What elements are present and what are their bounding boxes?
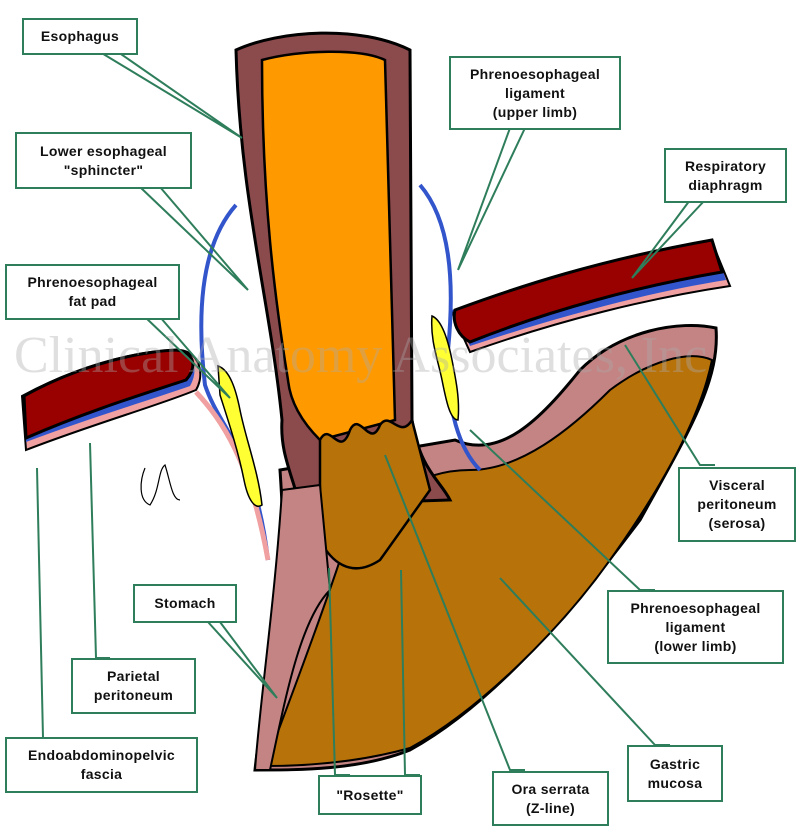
label-gastric-mucosa: Gastric mucosa (627, 745, 723, 802)
label-respiratory-diaphragm: Respiratory diaphragm (664, 148, 787, 203)
label-esophagus: Esophagus (22, 18, 138, 55)
label-phrenoesophageal-ligament-lower-limb: Phrenoesophageal ligament (lower limb) (607, 590, 784, 664)
fat-pad (217, 314, 460, 507)
label-endoabdominopelvic-fascia: Endoabdominopelvic fascia (5, 737, 198, 793)
label-ora-serrata: Ora serrata (Z-line) (492, 771, 609, 826)
label-visceral-peritoneum: Visceral peritoneum (serosa) (678, 467, 796, 542)
label-rosette: "Rosette" (318, 775, 422, 815)
label-stomach: Stomach (133, 584, 237, 623)
label-phrenoesophageal-ligament-upper-limb: Phrenoesophageal ligament (upper limb) (449, 56, 621, 130)
right-diaphragm (450, 238, 732, 354)
signature (140, 464, 181, 506)
stomach (253, 323, 718, 772)
label-phrenoesophageal-fat-pad: Phrenoesophageal fat pad (5, 264, 180, 320)
left-diaphragm (20, 348, 202, 452)
label-parietal-peritoneum: Parietal peritoneum (71, 658, 196, 714)
label-lower-esophageal-sphincter: Lower esophageal "sphincter" (15, 132, 192, 189)
esophagus (234, 31, 453, 771)
